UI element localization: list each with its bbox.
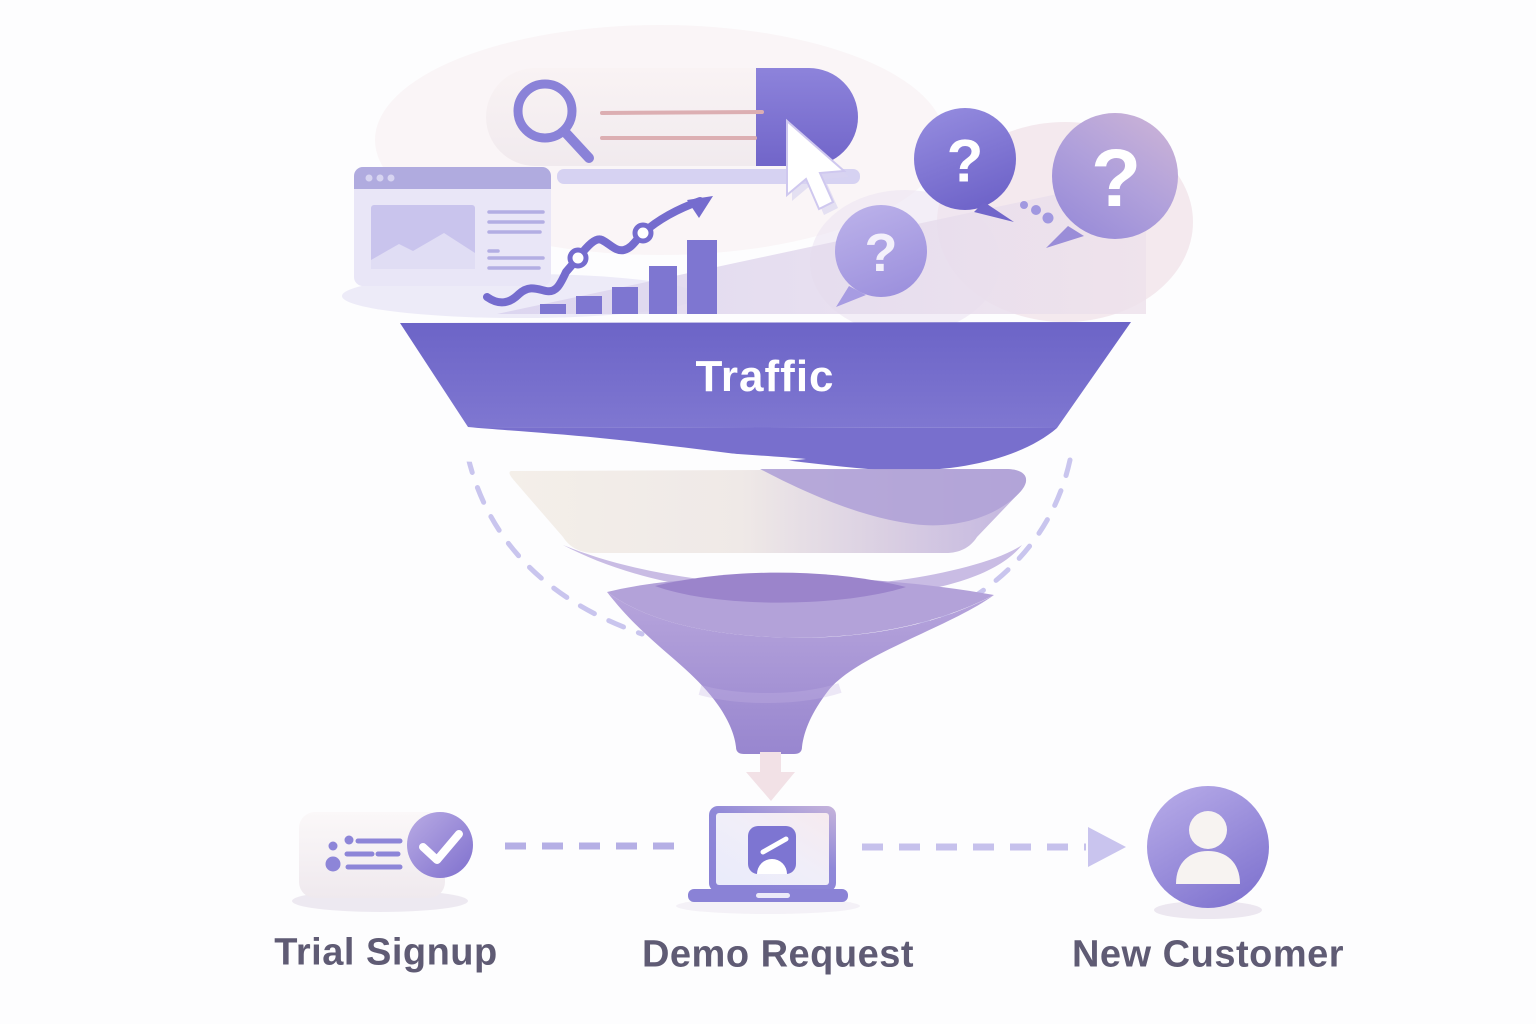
search-bar-shadow <box>557 169 860 184</box>
question-mark-glyph-2: ? <box>1090 133 1142 224</box>
search-bar <box>486 68 858 166</box>
question-bubble-1 <box>914 108 1016 222</box>
funnel-tier-traffic <box>400 322 1131 428</box>
connector-right-arrow <box>862 827 1126 867</box>
check-icon <box>407 812 473 878</box>
question-mark-glyph-3: ? <box>864 223 898 283</box>
stage-label-demo-request: Demo Request <box>641 933 915 976</box>
customer-avatar-icon <box>1147 786 1269 919</box>
signup-card-check-icon <box>292 812 473 912</box>
drip-arrow-icon <box>746 752 795 801</box>
funnel <box>400 322 1131 754</box>
search-icon <box>513 79 594 163</box>
funnel-spout <box>607 592 994 754</box>
bar-chart-icon <box>540 240 717 314</box>
stage-label-new-customer: New Customer <box>1071 933 1345 976</box>
search-bar-button <box>756 68 858 166</box>
cursor-icon <box>786 118 849 215</box>
question-dots <box>1020 201 1054 224</box>
stage-label-trial-signup: Trial Signup <box>274 931 498 974</box>
laptop-demo-icon <box>676 806 860 914</box>
funnel-ribbon <box>468 427 1057 471</box>
question-mark-glyph-1: ? <box>946 127 984 195</box>
question-bubble-2 <box>1046 113 1178 248</box>
question-bubble-3 <box>835 205 927 307</box>
funnel-stage-traffic-label: Traffic <box>695 352 835 401</box>
browser-window-icon <box>354 167 551 286</box>
dashed-arc-left <box>465 454 645 637</box>
trend-arrow-icon <box>483 196 713 307</box>
